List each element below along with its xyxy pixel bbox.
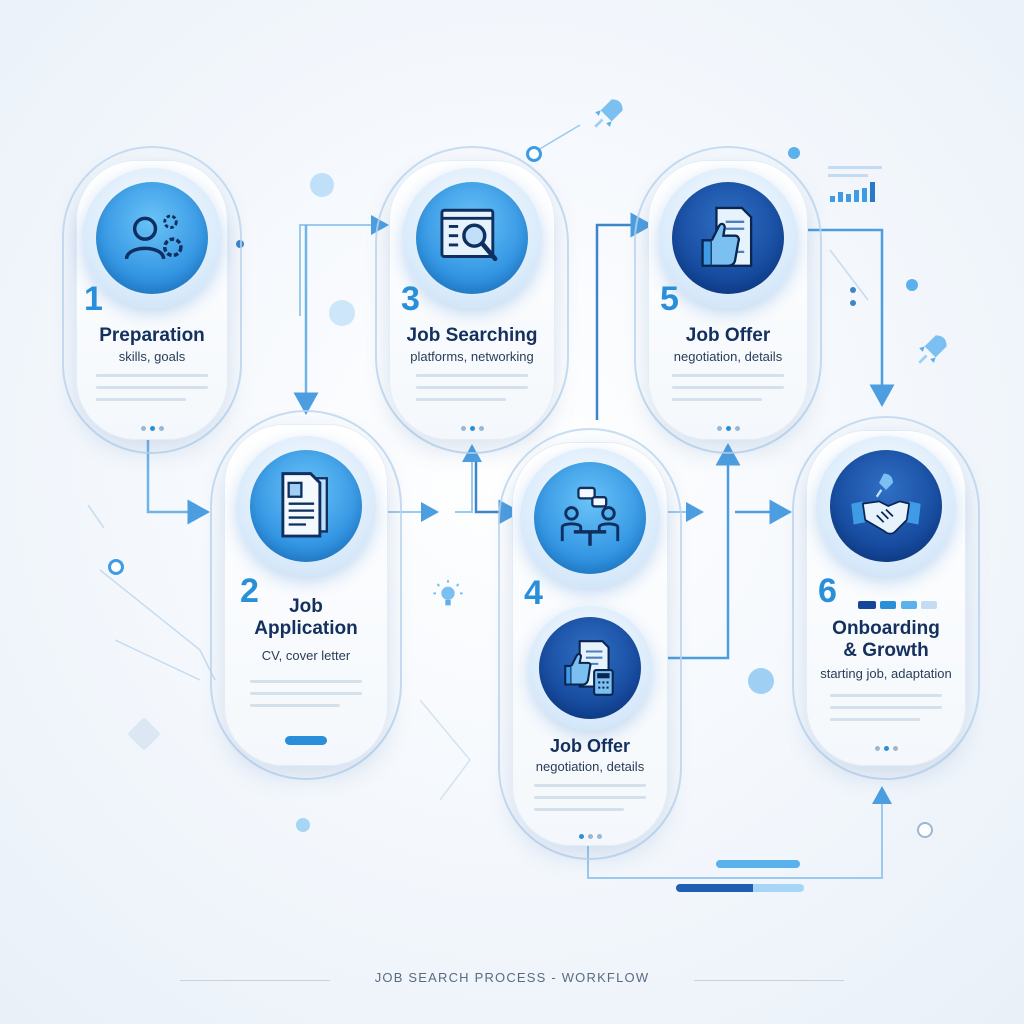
rocket-icon xyxy=(918,335,947,364)
card-outline xyxy=(634,146,822,454)
card-outline xyxy=(62,146,242,454)
pagination-dots xyxy=(806,738,966,756)
deco-dot xyxy=(296,818,310,832)
deco-dot xyxy=(108,559,124,575)
thumbs-up-document-icon xyxy=(701,206,753,267)
step-subtitle: platforms, networking xyxy=(410,349,534,364)
step-icon-circle xyxy=(658,168,798,308)
step-number: 5 xyxy=(660,280,679,318)
step-number: 4 xyxy=(524,574,543,612)
placeholder-lines xyxy=(96,374,208,410)
deco-dot xyxy=(748,668,774,694)
step-card-6[interactable]: 6 Onboarding & Growth starting job, adap… xyxy=(792,416,980,780)
placeholder-lines xyxy=(534,784,646,820)
pagination-dots xyxy=(648,418,808,436)
resume-document-icon xyxy=(281,472,328,538)
step-card-3[interactable]: 3 Job Searching platforms, networking xyxy=(375,146,569,454)
step-icon-circle xyxy=(236,436,376,576)
placeholder-lines xyxy=(416,374,528,410)
deco-dot xyxy=(526,146,542,162)
card-outline xyxy=(792,416,980,780)
step-card-4[interactable]: 4 Job Offer negotiation, details xyxy=(498,428,682,860)
pagination-dots xyxy=(512,826,668,844)
step-number: 6 xyxy=(818,572,837,610)
step-subtitle: skills, goals xyxy=(118,349,186,364)
step-number: 1 xyxy=(84,280,103,318)
card-outline xyxy=(498,428,682,860)
secondary-icon-circle xyxy=(528,606,652,730)
step-card-5[interactable]: 5 Job Offer negotiation, details xyxy=(634,146,822,454)
deco-dot xyxy=(850,300,856,306)
step-title: Job Offer xyxy=(549,736,630,756)
progress-bar-deco xyxy=(676,884,804,892)
step-title: Onboarding & Growth xyxy=(806,618,966,662)
step-card-2[interactable]: 2 Job Application CV, cover letter xyxy=(210,410,402,780)
step-subtitle: negotiation, details xyxy=(535,759,645,774)
progress-bar-deco xyxy=(716,860,800,868)
step-number: 3 xyxy=(401,280,420,318)
step-title: Preparation xyxy=(99,325,205,346)
step-title: Job Offer xyxy=(685,325,771,346)
step-title: Job Application xyxy=(224,596,388,640)
step-subtitle: CV, cover letter xyxy=(261,648,351,663)
interview-meeting-icon xyxy=(560,486,620,546)
progress-pill xyxy=(285,736,327,745)
footer-divider xyxy=(694,980,844,981)
step-subtitle: starting job, adaptation xyxy=(820,666,952,681)
deco-dot xyxy=(917,822,933,838)
step-icon-circle xyxy=(402,168,542,308)
person-gears-icon xyxy=(124,214,183,260)
step-number: 2 xyxy=(240,572,259,610)
step-subtitle: negotiation, details xyxy=(673,349,783,364)
pagination-dots xyxy=(389,418,555,436)
deco-dot xyxy=(310,173,334,197)
placeholder-lines xyxy=(250,680,362,716)
card-outline xyxy=(375,146,569,454)
step-card-1[interactable]: 1 Preparation skills, goals xyxy=(62,146,242,454)
step-icon-circle xyxy=(82,168,222,308)
step-icon-circle xyxy=(520,448,660,588)
connector-up-3 xyxy=(455,444,482,513)
card-outline xyxy=(210,410,402,780)
offer-calculator-icon xyxy=(564,640,614,696)
rocket-icon xyxy=(594,99,623,128)
progress-segments xyxy=(858,596,938,614)
handshake-rocket-icon xyxy=(851,473,921,535)
deco-diamond xyxy=(127,717,161,751)
deco-dot xyxy=(906,279,918,291)
step-icon-circle xyxy=(816,436,956,576)
lightbulb-icon xyxy=(433,580,463,606)
step-title-line: Application xyxy=(254,618,358,639)
bar-chart-icon xyxy=(828,166,882,202)
deco-dot xyxy=(788,147,800,159)
step-title: Job Searching xyxy=(406,325,538,346)
step-title-line: Onboarding xyxy=(832,618,940,639)
pagination-dots xyxy=(76,418,228,436)
deco-dot xyxy=(329,300,355,326)
step-title-line: & Growth xyxy=(843,640,929,661)
placeholder-lines xyxy=(672,374,784,410)
step-title-line: Job xyxy=(289,596,323,617)
search-listing-icon xyxy=(440,208,498,262)
diagram-title: JOB SEARCH PROCESS - WORKFLOW xyxy=(374,970,650,985)
placeholder-lines xyxy=(830,694,942,730)
footer-divider xyxy=(180,980,330,981)
deco-dot xyxy=(850,287,856,293)
